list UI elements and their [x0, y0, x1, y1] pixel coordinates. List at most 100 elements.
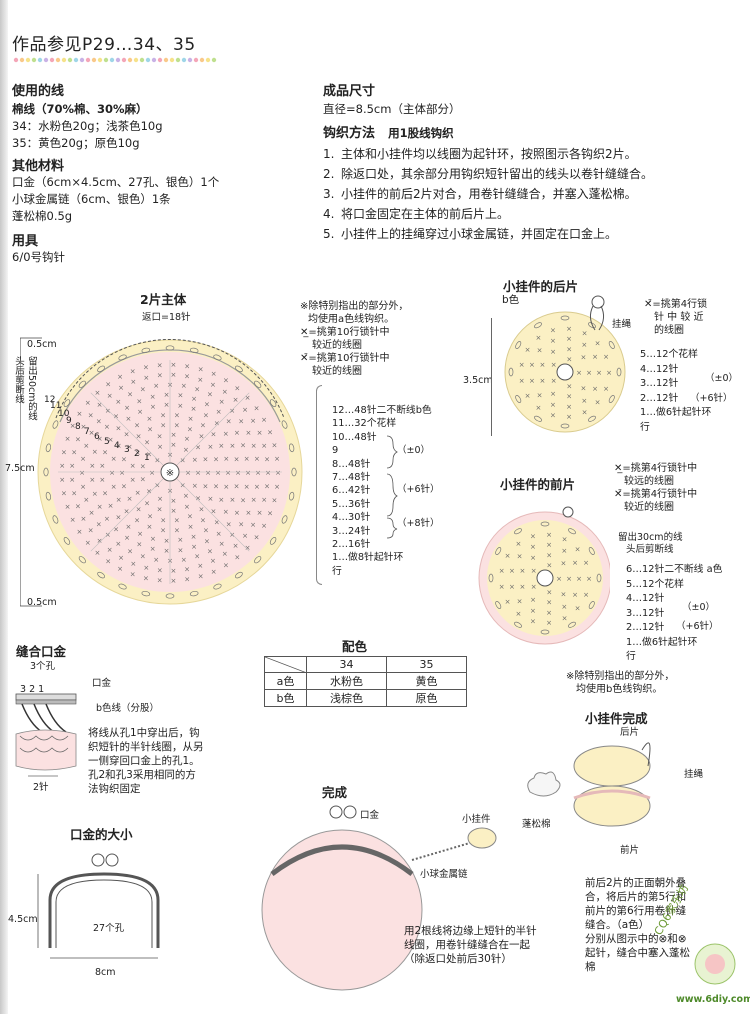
svg-text:×: × — [210, 557, 216, 565]
charm-done-front: 前片 — [620, 845, 640, 856]
tool-item-1: 6/0号钩针 — [12, 250, 66, 264]
svg-text:×: × — [210, 381, 216, 389]
svg-text:×: × — [157, 432, 163, 440]
other-heading: 其他材料 — [12, 159, 65, 174]
svg-text:×: × — [77, 410, 83, 418]
svg-text:×: × — [157, 443, 163, 451]
svg-text:×: × — [102, 449, 108, 457]
charm-front-brace-plus6: （+6针） — [676, 621, 719, 632]
svg-text:×: × — [242, 532, 248, 540]
method-step: 2.除返口处，其余部分用钩织短针留出的线头以卷针缝缝合。 — [323, 167, 654, 181]
svg-text:×: × — [530, 543, 536, 551]
svg-text:×: × — [240, 496, 246, 504]
svg-text:×: × — [150, 403, 156, 411]
svg-text:×: × — [530, 554, 536, 562]
svg-text:×: × — [576, 575, 582, 583]
svg-text:×: × — [255, 469, 261, 477]
svg-text:×: × — [566, 335, 572, 343]
svg-text:×: × — [214, 518, 220, 526]
svg-text:×: × — [238, 417, 244, 425]
svg-text:×: × — [583, 591, 589, 599]
svg-text:×: × — [61, 448, 67, 456]
svg-text:×: × — [519, 361, 525, 369]
svg-text:×: × — [234, 483, 240, 491]
sew-frame-title: 缝合口金 — [16, 644, 67, 659]
frame-holes: 27个孔 — [93, 923, 125, 934]
svg-text:×: × — [89, 429, 95, 437]
svg-text:×: × — [556, 575, 562, 583]
svg-text:×: × — [130, 378, 136, 386]
svg-text:×: × — [530, 533, 536, 541]
svg-text:×: × — [595, 399, 601, 407]
svg-text:×: × — [124, 507, 130, 515]
svg-text:×: × — [143, 564, 149, 572]
svg-text:×: × — [562, 614, 568, 622]
svg-text:×: × — [146, 488, 152, 496]
svg-text:×: × — [566, 413, 572, 421]
svg-text:×: × — [96, 417, 102, 425]
svg-text:×: × — [566, 393, 572, 401]
svg-text:×: × — [117, 373, 123, 381]
svg-text:×: × — [70, 422, 76, 430]
svg-text:×: × — [546, 599, 552, 607]
svg-text:×: × — [171, 431, 177, 439]
svg-text:×: × — [97, 503, 103, 511]
svg-text:×: × — [566, 382, 572, 390]
svg-text:×: × — [198, 573, 204, 581]
svg-text:×: × — [130, 560, 136, 568]
svg-text:×: × — [115, 398, 121, 406]
svg-text:×: × — [80, 483, 86, 491]
svg-text:×: × — [71, 449, 77, 457]
charm-front-brace-zero: （±0） — [682, 602, 716, 613]
svg-text:×: × — [245, 544, 251, 552]
svg-text:×: × — [254, 534, 260, 542]
svg-text:×: × — [108, 436, 114, 444]
method-step: 5.小挂件上的挂绳穿过小球金属链，并固定在口金上。 — [323, 227, 618, 241]
svg-text:×: × — [130, 570, 136, 578]
svg-text:×: × — [59, 476, 65, 484]
svg-text:×: × — [99, 476, 105, 484]
svg-text:×: × — [517, 598, 523, 606]
svg-text:×: × — [105, 558, 111, 566]
sew-frame-illustration — [15, 693, 77, 777]
svg-text:×: × — [530, 607, 536, 615]
svg-text:×: × — [171, 507, 177, 515]
svg-text:×: × — [566, 325, 572, 333]
svg-text:×: × — [113, 525, 119, 533]
method-step: 4.将口金固定在主体的前后片上。 — [323, 207, 510, 221]
svg-text:×: × — [107, 392, 113, 400]
svg-text:×: × — [200, 517, 206, 525]
svg-text:×: × — [261, 496, 267, 504]
svg-text:×: × — [261, 416, 267, 424]
svg-text:×: × — [104, 515, 110, 523]
yarn-35: 35：黄色20g；原色10g — [12, 136, 140, 150]
charm-back-legend: ✕̄=挑第4行锁 针 中 较 近 的线圈 — [644, 299, 708, 336]
charm-front-rows: 6…12针二不断线 a色 5…12个花样 4…12针 3…12针 2…12针 1… — [626, 564, 723, 662]
svg-text:×: × — [146, 523, 152, 531]
svg-text:×: × — [582, 330, 588, 338]
svg-text:×: × — [213, 483, 219, 491]
svg-text:×: × — [250, 521, 256, 529]
svg-text:×: × — [121, 483, 127, 491]
svg-text:×: × — [92, 490, 98, 498]
yarn-34: 34：水粉色20g；浅茶色10g — [12, 119, 163, 133]
svg-text:×: × — [197, 376, 203, 384]
svg-text:×: × — [233, 542, 239, 550]
svg-text:×: × — [546, 551, 552, 559]
svg-text:×: × — [550, 411, 556, 419]
svg-text:×: × — [202, 455, 208, 463]
svg-text:×: × — [603, 385, 609, 393]
svg-text:×: × — [178, 392, 184, 400]
color-table-title: 配色 — [342, 639, 368, 654]
svg-text:×: × — [164, 547, 170, 555]
svg-text:×: × — [174, 517, 180, 525]
sew-frame-yarn: b色线（分股） — [96, 703, 160, 714]
svg-text:×: × — [99, 462, 105, 470]
charm-front-title: 小挂件的前片 — [500, 477, 576, 492]
svg-text:×: × — [171, 577, 177, 585]
svg-text:×: × — [234, 553, 240, 561]
start-ring-mark: ※ — [166, 468, 174, 479]
leave-tail-note: 留出50cm的线头后剪断线 — [13, 356, 37, 421]
svg-text:×: × — [143, 374, 149, 382]
svg-text:×: × — [89, 509, 95, 517]
